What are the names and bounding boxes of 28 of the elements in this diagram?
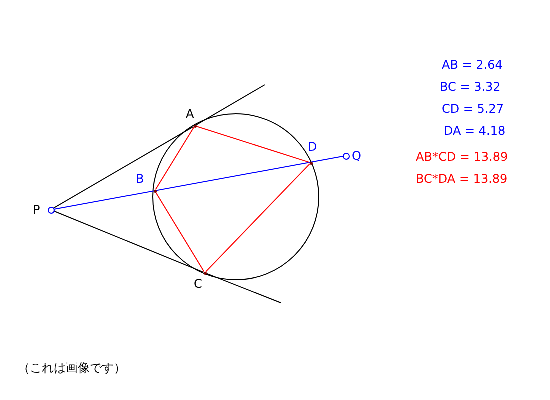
point-label: B — [136, 172, 144, 186]
line-segment — [155, 126, 195, 190]
measurement-text: BC = 3.32 — [440, 80, 501, 94]
line-segment — [53, 210, 204, 273]
point-dot — [204, 272, 206, 274]
point-marker — [343, 153, 350, 160]
point-label: D — [308, 140, 318, 154]
point-dot — [154, 190, 156, 192]
line-segment — [53, 126, 194, 209]
measurement-text: DA = 4.18 — [444, 124, 506, 138]
measurement-text: BC*DA = 13.89 — [416, 172, 508, 186]
line-segment — [206, 164, 310, 272]
point-label: A — [186, 107, 194, 121]
note-text: （これは画像です） — [18, 361, 126, 375]
point-dot — [194, 124, 196, 128]
point-dot — [310, 162, 312, 164]
line-segment — [196, 84, 266, 126]
line-segment — [206, 273, 282, 304]
point-label: Q — [352, 149, 362, 163]
point-marker — [48, 207, 55, 214]
measurement-text: AB = 2.64 — [442, 58, 503, 72]
measurement-text: CD = 5.27 — [442, 102, 504, 116]
line-segment — [155, 192, 205, 272]
line-segment — [53, 156, 344, 210]
measurement-text: AB*CD = 13.89 — [416, 150, 508, 164]
point-label: C — [194, 277, 202, 291]
line-segment — [196, 126, 310, 164]
point-label: P — [33, 203, 40, 217]
